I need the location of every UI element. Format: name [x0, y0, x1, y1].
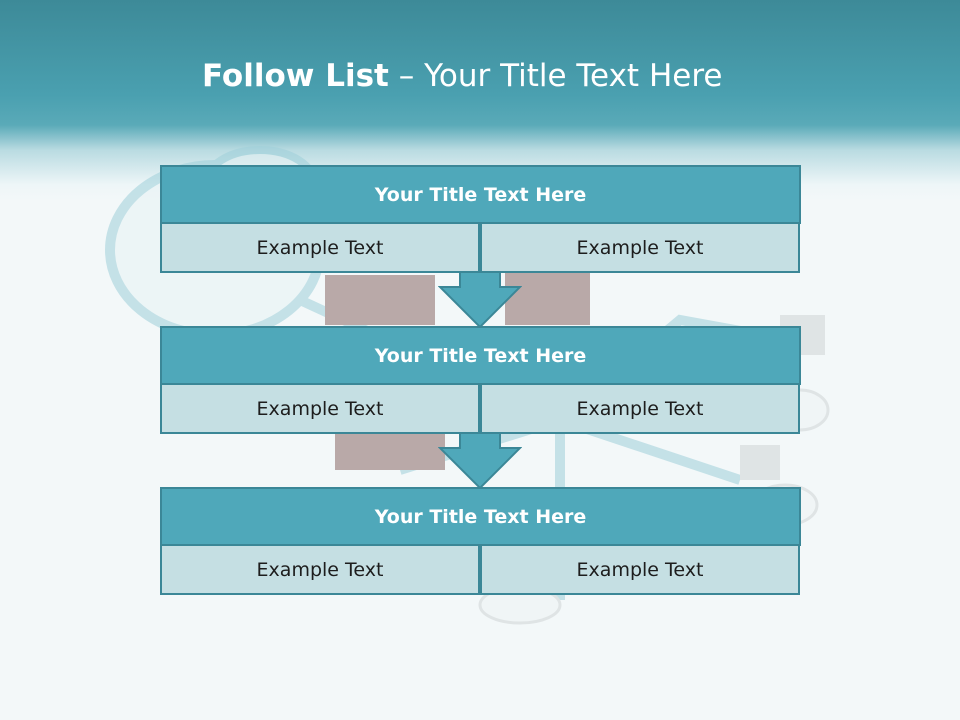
list-block-3: Your Title Text Here Example Text Exampl… — [160, 487, 801, 595]
down-arrow-icon — [438, 271, 522, 329]
slide-title-bold: Follow List — [202, 58, 389, 94]
block-title: Your Title Text Here — [160, 487, 801, 546]
slide-title-rest: – Your Title Text Here — [388, 58, 723, 94]
list-block-2: Your Title Text Here Example Text Exampl… — [160, 326, 801, 434]
block-cell-right: Example Text — [480, 222, 800, 273]
block-cell-left: Example Text — [160, 544, 480, 595]
list-block-1: Your Title Text Here Example Text Exampl… — [160, 165, 801, 273]
down-arrow-icon — [438, 432, 522, 490]
brick-wall-icon — [325, 270, 590, 470]
block-cell-left: Example Text — [160, 222, 480, 273]
block-cell-right: Example Text — [480, 383, 800, 434]
block-title: Your Title Text Here — [160, 326, 801, 385]
block-title: Your Title Text Here — [160, 165, 801, 224]
block-cell-left: Example Text — [160, 383, 480, 434]
block-cell-right: Example Text — [480, 544, 800, 595]
slide-title: Follow List – Your Title Text Here — [202, 52, 722, 100]
